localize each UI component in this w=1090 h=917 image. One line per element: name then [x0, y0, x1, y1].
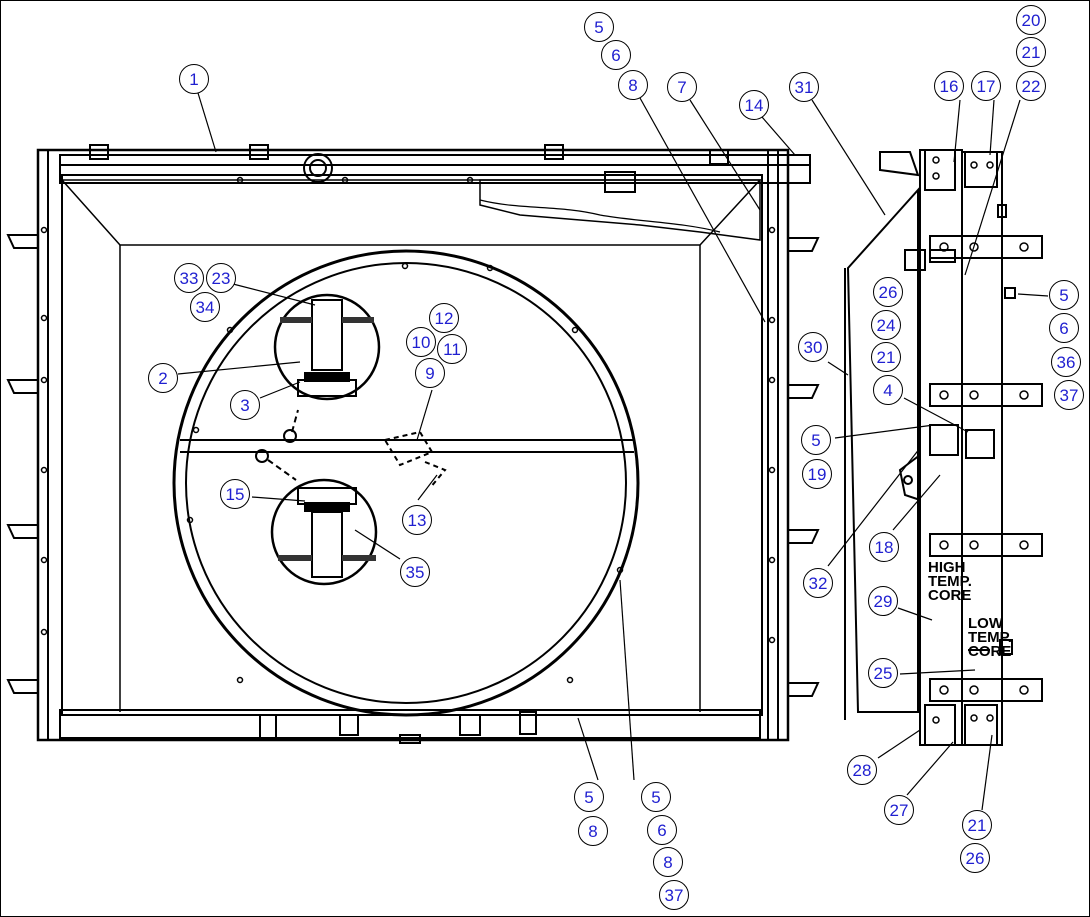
callout-4[interactable]: 4	[873, 375, 903, 405]
callout-20[interactable]: 20	[1016, 5, 1046, 35]
callout-1[interactable]: 1	[179, 64, 209, 94]
callout-37[interactable]: 37	[1054, 380, 1084, 410]
callout-28[interactable]: 28	[847, 755, 877, 785]
callout-8[interactable]: 8	[653, 847, 683, 877]
callout-35[interactable]: 35	[400, 557, 430, 587]
callout-5[interactable]: 5	[574, 782, 604, 812]
callout-26[interactable]: 26	[873, 277, 903, 307]
callout-5[interactable]: 5	[1049, 280, 1079, 310]
callout-22[interactable]: 22	[1016, 71, 1046, 101]
callout-24[interactable]: 24	[871, 310, 901, 340]
high-temp-core-label: HIGH TEMP. CORE	[928, 559, 972, 604]
callout-34[interactable]: 34	[190, 292, 220, 322]
callout-6[interactable]: 6	[647, 815, 677, 845]
callout-9[interactable]: 9	[415, 358, 445, 388]
callout-8[interactable]: 8	[618, 70, 648, 100]
callout-12[interactable]: 12	[429, 303, 459, 333]
callout-5[interactable]: 5	[584, 12, 614, 42]
callout-19[interactable]: 19	[802, 459, 832, 489]
callout-21[interactable]: 21	[871, 342, 901, 372]
callout-31[interactable]: 31	[789, 72, 819, 102]
callout-29[interactable]: 29	[868, 586, 898, 616]
callout-8[interactable]: 8	[578, 816, 608, 846]
callout-5[interactable]: 5	[801, 425, 831, 455]
callout-23[interactable]: 23	[206, 263, 236, 293]
front-view-radiator	[6, 144, 820, 744]
callout-13[interactable]: 13	[402, 505, 432, 535]
callout-37[interactable]: 37	[659, 880, 689, 910]
side-view-assembly	[844, 149, 1043, 746]
callout-7[interactable]: 7	[667, 72, 697, 102]
low-temp-core-label: LOW TEMP. CORE	[968, 615, 1012, 660]
callout-15[interactable]: 15	[220, 479, 250, 509]
callout-2[interactable]: 2	[148, 363, 178, 393]
callout-27[interactable]: 27	[884, 795, 914, 825]
callout-17[interactable]: 17	[971, 71, 1001, 101]
callout-14[interactable]: 14	[739, 90, 769, 120]
callout-32[interactable]: 32	[803, 568, 833, 598]
callout-18[interactable]: 18	[869, 532, 899, 562]
callout-5[interactable]: 5	[641, 782, 671, 812]
callout-16[interactable]: 16	[934, 71, 964, 101]
callout-6[interactable]: 6	[1049, 313, 1079, 343]
callout-3[interactable]: 3	[230, 390, 260, 420]
leader-lines	[177, 92, 1049, 811]
callout-6[interactable]: 6	[601, 40, 631, 70]
callout-33[interactable]: 33	[174, 263, 204, 293]
callout-21[interactable]: 21	[1016, 37, 1046, 67]
callout-26[interactable]: 26	[960, 843, 990, 873]
callout-10[interactable]: 10	[406, 327, 436, 357]
callout-25[interactable]: 25	[868, 658, 898, 688]
callout-36[interactable]: 36	[1051, 347, 1081, 377]
callout-11[interactable]: 11	[437, 334, 467, 364]
callout-30[interactable]: 30	[798, 332, 828, 362]
callout-21[interactable]: 21	[962, 810, 992, 840]
